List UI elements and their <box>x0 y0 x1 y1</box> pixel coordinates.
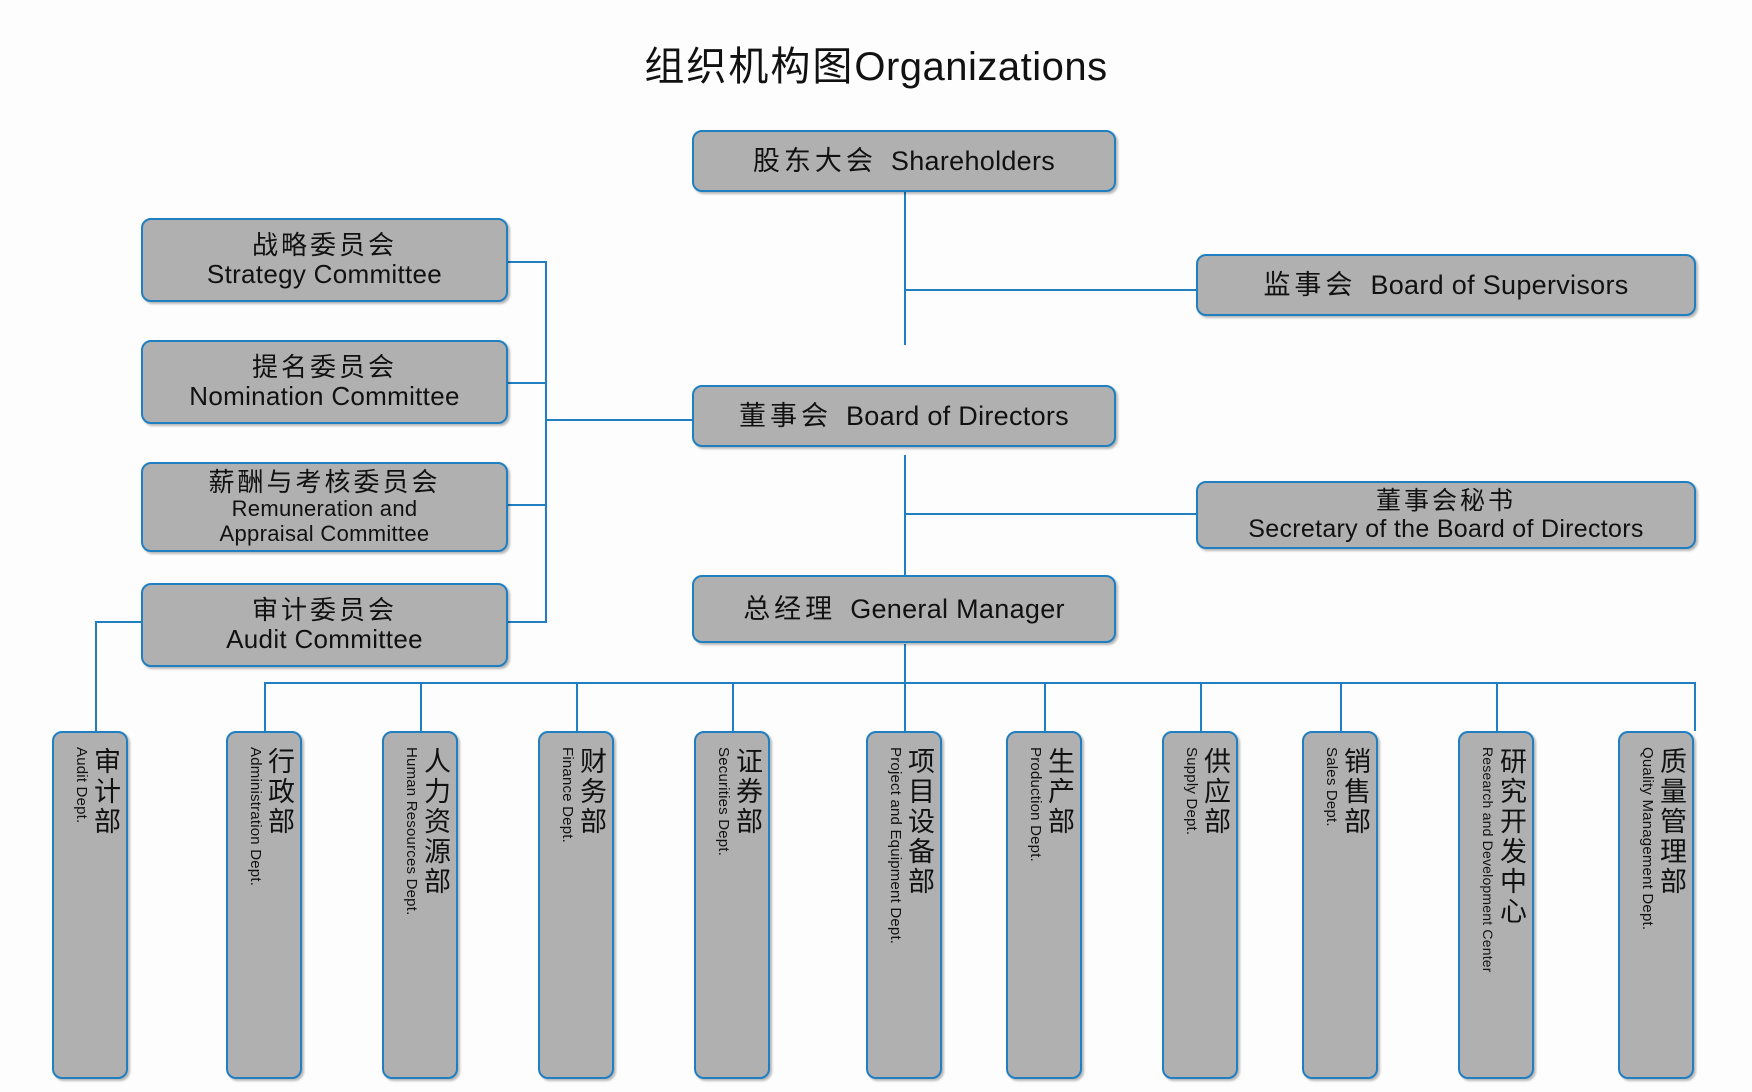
line-committee-4 <box>508 621 547 623</box>
dept-sales-text: 销售部 Sales Dept. <box>1304 733 1376 1077</box>
node-supervisors-cn: 监事会 <box>1263 269 1357 300</box>
page-title-en: Organizations <box>854 45 1108 89</box>
dept-research-development[interactable]: 研究开发中心 Research and Development Center <box>1458 731 1534 1079</box>
node-directors-en: Board of Directors <box>846 400 1069 431</box>
node-general-manager-cn: 总经理 <box>743 593 837 624</box>
node-nomination-cn: 提名委员会 <box>251 351 397 382</box>
line-audit-dept-drop <box>95 621 97 731</box>
dept-sales-cn: 销售部 <box>1340 747 1370 837</box>
dept-research-development-en: Research and Development Center <box>1480 747 1496 973</box>
dept-production-en: Production Dept. <box>1027 747 1044 862</box>
node-strategy-cn: 战略委员会 <box>251 229 397 260</box>
dept-finance-cn: 财务部 <box>576 747 606 837</box>
line-to-supervisors <box>904 289 1199 291</box>
dept-research-development-cn: 研究开发中心 <box>1496 747 1526 927</box>
dept-project-equipment-cn: 项目设备部 <box>904 747 934 897</box>
node-strategy-en: Strategy Committee <box>206 259 443 289</box>
node-remuneration-en2: Appraisal Committee <box>219 520 430 546</box>
dept-project-equipment-text: 项目设备部 Project and Equipment Dept. <box>868 733 940 1077</box>
dept-sales-en: Sales Dept. <box>1323 747 1340 827</box>
dept-production-cn: 生产部 <box>1044 747 1074 837</box>
dept-quality-management-cn: 质量管理部 <box>1656 747 1686 897</box>
page-title-cn: 组织机构图 <box>644 45 855 89</box>
node-audit-committee-cn: 审计委员会 <box>251 594 397 625</box>
line-directors-trunk <box>904 455 906 585</box>
line-dept-drop-9 <box>1496 682 1498 731</box>
dept-supply-text: 供应部 Supply Dept. <box>1164 733 1236 1077</box>
node-supervisors-en: Board of Supervisors <box>1370 269 1629 300</box>
line-committee-1 <box>508 261 547 263</box>
dept-securities[interactable]: 证券部 Securities Dept. <box>694 731 770 1079</box>
node-board-of-supervisors[interactable]: 监事会 Board of Supervisors <box>1196 254 1696 316</box>
node-audit-committee[interactable]: 审计委员会 Audit Committee <box>141 583 508 667</box>
line-gm-drop <box>904 644 906 682</box>
node-shareholders-en: Shareholders <box>890 145 1056 176</box>
dept-supply[interactable]: 供应部 Supply Dept. <box>1162 731 1238 1079</box>
dept-human-resources-cn: 人力资源部 <box>420 747 450 897</box>
node-shareholders[interactable]: 股东大会 Shareholders <box>692 130 1116 192</box>
line-department-bus <box>264 682 1694 684</box>
node-general-manager[interactable]: 总经理 General Manager <box>692 575 1116 643</box>
line-dept-drop-8 <box>1340 682 1342 731</box>
node-secretary-of-board[interactable]: 董事会秘书 Secretary of the Board of Director… <box>1196 481 1696 549</box>
line-dept-drop-7 <box>1200 682 1202 731</box>
node-secretary-en: Secretary of the Board of Directors <box>1248 515 1644 543</box>
dept-quality-management-text: 质量管理部 Quality Management Dept. <box>1620 733 1692 1077</box>
page-title: 组织机构图Organizations <box>0 34 1752 92</box>
dept-supply-cn: 供应部 <box>1200 747 1230 837</box>
dept-administration-text: 行政部 Administration Dept. <box>228 733 300 1077</box>
line-dept-drop-3 <box>576 682 578 731</box>
line-dept-drop-10 <box>1694 682 1696 731</box>
line-committee-2 <box>508 382 547 384</box>
line-spine-to-directors <box>545 419 692 421</box>
dept-human-resources-text: 人力资源部 Human Resources Dept. <box>384 733 456 1077</box>
line-dept-drop-4 <box>732 682 734 731</box>
line-committee-3 <box>508 504 547 506</box>
dept-administration-en: Administration Dept. <box>247 747 264 887</box>
node-strategy-committee[interactable]: 战略委员会 Strategy Committee <box>141 218 508 302</box>
dept-securities-text: 证券部 Securities Dept. <box>696 733 768 1077</box>
dept-finance-text: 财务部 Finance Dept. <box>540 733 612 1077</box>
dept-securities-cn: 证券部 <box>732 747 762 837</box>
dept-research-development-text: 研究开发中心 Research and Development Center <box>1460 733 1532 1077</box>
dept-administration-cn: 行政部 <box>264 747 294 837</box>
line-dept-drop-1 <box>264 682 266 731</box>
dept-human-resources-en: Human Resources Dept. <box>403 747 420 916</box>
dept-administration[interactable]: 行政部 Administration Dept. <box>226 731 302 1079</box>
dept-production-text: 生产部 Production Dept. <box>1008 733 1080 1077</box>
node-shareholders-cn: 股东大会 <box>752 145 877 176</box>
line-dept-drop-5 <box>904 682 906 731</box>
node-remuneration-cn: 薪酬与考核委员会 <box>208 466 441 497</box>
node-nomination-en: Nomination Committee <box>189 381 460 411</box>
dept-project-equipment[interactable]: 项目设备部 Project and Equipment Dept. <box>866 731 942 1079</box>
node-remuneration-committee[interactable]: 薪酬与考核委员会 Remuneration and Appraisal Comm… <box>141 462 508 552</box>
dept-audit[interactable]: 审计部 Audit Dept. <box>52 731 128 1079</box>
dept-audit-text: 审计部 Audit Dept. <box>54 733 126 1077</box>
line-shareholders-trunk <box>904 177 906 345</box>
node-audit-committee-en: Audit Committee <box>226 624 423 654</box>
dept-supply-en: Supply Dept. <box>1183 747 1200 836</box>
node-general-manager-en: General Manager <box>850 593 1065 624</box>
line-dept-drop-6 <box>1044 682 1046 731</box>
dept-human-resources[interactable]: 人力资源部 Human Resources Dept. <box>382 731 458 1079</box>
node-secretary-cn: 董事会秘书 <box>1375 487 1516 515</box>
line-dept-drop-2 <box>420 682 422 731</box>
node-board-of-directors[interactable]: 董事会 Board of Directors <box>692 385 1116 447</box>
dept-quality-management[interactable]: 质量管理部 Quality Management Dept. <box>1618 731 1694 1079</box>
dept-sales[interactable]: 销售部 Sales Dept. <box>1302 731 1378 1079</box>
node-directors-cn: 董事会 <box>739 400 832 431</box>
line-committee-spine <box>545 261 547 621</box>
dept-finance[interactable]: 财务部 Finance Dept. <box>538 731 614 1079</box>
dept-audit-cn: 审计部 <box>90 747 120 837</box>
dept-production[interactable]: 生产部 Production Dept. <box>1006 731 1082 1079</box>
node-nomination-committee[interactable]: 提名委员会 Nomination Committee <box>141 340 508 424</box>
dept-audit-en: Audit Dept. <box>73 747 90 824</box>
line-audit-to-dept <box>95 621 143 623</box>
dept-finance-en: Finance Dept. <box>559 747 576 843</box>
dept-securities-en: Securities Dept. <box>715 747 732 857</box>
node-remuneration-en1: Remuneration and <box>231 495 418 521</box>
line-to-secretary <box>904 513 1199 515</box>
dept-project-equipment-en: Project and Equipment Dept. <box>887 747 904 945</box>
dept-quality-management-en: Quality Management Dept. <box>1639 747 1656 931</box>
